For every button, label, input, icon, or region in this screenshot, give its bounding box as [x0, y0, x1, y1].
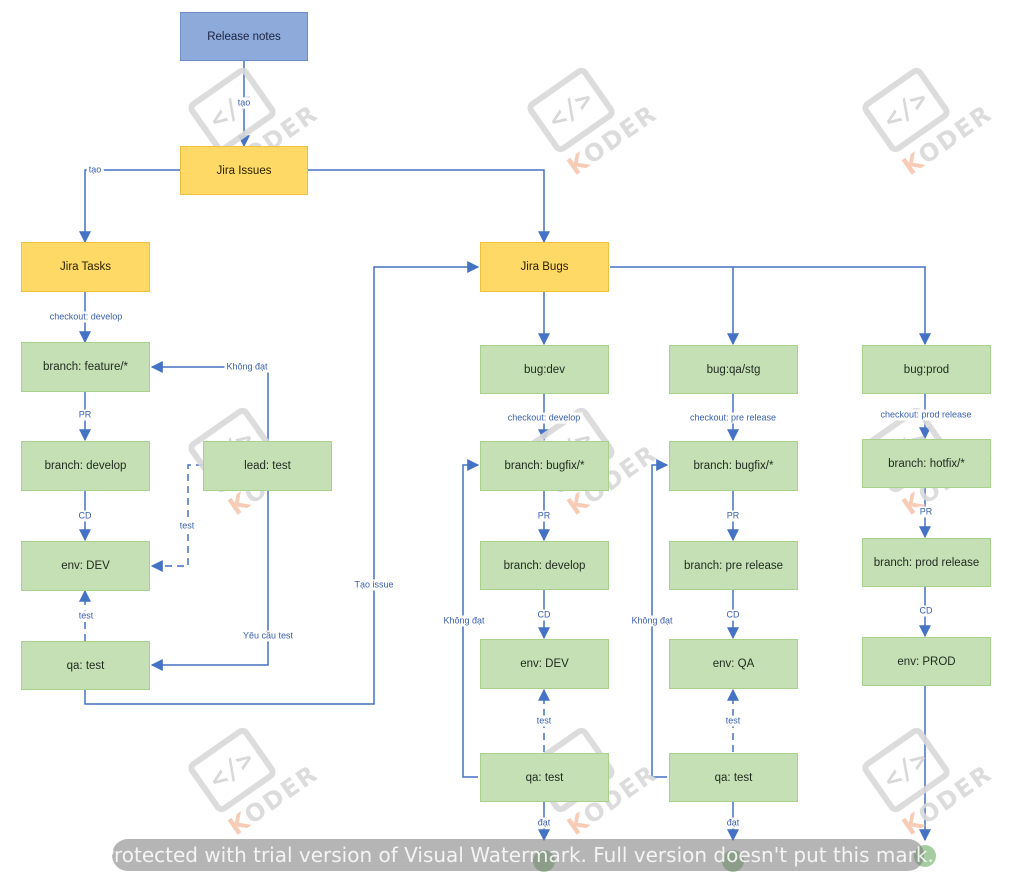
node-label: qa: test — [525, 771, 564, 784]
node-hotfix: branch: hotfix/* — [862, 439, 991, 488]
node-label: qa: test — [66, 659, 105, 672]
edge-label: test — [534, 715, 554, 727]
node-label: Jira Bugs — [520, 261, 569, 273]
edge-label: Tạo issue — [352, 579, 396, 591]
node-label: bug:prod — [903, 363, 950, 376]
node-bugfix-qa: branch: bugfix/* — [669, 441, 798, 491]
edge-lead-to-qa — [150, 491, 269, 671]
node-label: bug:dev — [524, 363, 565, 376]
node-env-qa: env: QA — [669, 639, 798, 689]
node-label: Jira Issues — [216, 164, 272, 177]
edge-label: Không đạt — [224, 361, 270, 373]
node-label: branch: pre release — [683, 559, 784, 572]
node-qa-test: qa: test — [21, 641, 150, 690]
node-qa-test-bug-dev: qa: test — [480, 753, 609, 802]
node-branch-develop-bug: branch: develop — [480, 541, 609, 590]
node-label: qa: test — [714, 771, 753, 784]
edge-label: tạo — [86, 164, 104, 176]
node-branch-feature: branch: feature/* — [21, 342, 150, 392]
node-label: Jira Tasks — [60, 261, 111, 273]
node-branch-pre-release: branch: pre release — [669, 541, 798, 590]
edge-label: PR — [76, 409, 94, 421]
node-env-prod: env: PROD — [862, 637, 991, 686]
edge-label: CD — [917, 605, 935, 617]
edge-label: PR — [917, 506, 935, 518]
node-bug-prod: bug:prod — [862, 345, 991, 394]
node-label: env: DEV — [520, 658, 569, 670]
edge-label: CD — [724, 609, 742, 621]
trial-watermark-banner: Protected with trial version of Visual W… — [102, 839, 934, 871]
edge-qa-to-bugs — [84, 261, 480, 705]
node-jira-tasks: Jira Tasks — [21, 242, 150, 292]
node-branch-develop: branch: develop — [21, 441, 150, 491]
edge-bugs-to-qastg — [610, 266, 739, 346]
node-label: bug:qa/stg — [706, 363, 761, 376]
node-jira-issues: Jira Issues — [180, 146, 308, 195]
node-bug-dev: bug:dev — [480, 345, 609, 394]
node-branch-prod-release: branch: prod release — [862, 538, 991, 587]
edge-label: checkout: develop — [505, 412, 583, 424]
node-release-notes: Release notes — [180, 12, 308, 61]
edge-label: Không đạt — [441, 615, 487, 627]
node-label: lead: test — [244, 460, 291, 472]
node-qa-test-bug-qa: qa: test — [669, 753, 798, 802]
node-label: branch: bugfix/* — [693, 460, 774, 472]
edge-label: CD — [535, 609, 553, 621]
node-label: branch: develop — [44, 460, 127, 472]
node-label: branch: bugfix/* — [504, 460, 585, 472]
node-bugfix-dev: branch: bugfix/* — [480, 441, 609, 491]
node-label: env: QA — [712, 658, 755, 670]
node-lead-test: lead: test — [203, 441, 332, 491]
edge-issues-to-tasks — [79, 169, 180, 244]
edge-label: CD — [76, 510, 94, 522]
edge-label: Không đạt — [629, 615, 675, 627]
edge-label: PR — [724, 510, 742, 522]
edge-label: đạt — [724, 817, 742, 829]
edge-label: checkout: prod release — [878, 409, 974, 421]
edge-bugs-to-prod — [733, 266, 931, 346]
node-label: Release notes — [207, 30, 281, 43]
node-jira-bugs: Jira Bugs — [480, 242, 609, 292]
edge-label: checkout: develop — [47, 311, 125, 323]
edge-label: PR — [535, 510, 553, 522]
node-label: branch: prod release — [873, 556, 980, 569]
edge-lead-to-feature — [150, 361, 269, 441]
edge-label: checkout: pre release — [687, 412, 779, 424]
node-bug-qa-stg: bug:qa/stg — [669, 345, 798, 394]
edge-label: tạo — [235, 97, 253, 109]
node-label: env: PROD — [897, 655, 956, 668]
edge-label: test — [723, 715, 743, 727]
edge-lead-to-envdev — [150, 464, 203, 572]
node-env-dev: env: DEV — [21, 541, 150, 591]
edge-label: test — [76, 610, 96, 622]
node-env-dev-bug: env: DEV — [480, 639, 609, 689]
node-label: env: DEV — [61, 560, 110, 572]
edge-issues-to-bugs — [308, 169, 550, 244]
node-label: branch: hotfix/* — [888, 457, 965, 470]
edge-label: Yêu cầu test — [240, 630, 296, 642]
node-label: branch: feature/* — [42, 361, 129, 373]
edge-label: test — [177, 520, 197, 532]
edge-label: đạt — [535, 817, 553, 829]
node-label: branch: develop — [503, 559, 586, 572]
